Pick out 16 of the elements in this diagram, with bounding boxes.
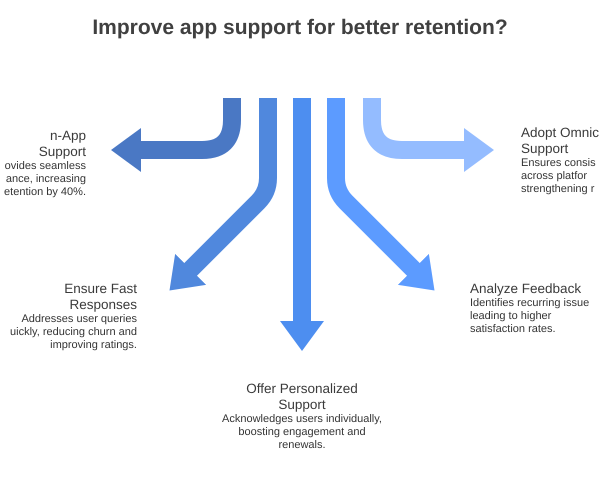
option-description: ovides seamless ance, increasing etention by 40%.: [3, 160, 86, 199]
arrow: [170, 98, 277, 290]
option-description: Identifies recurring issue leading to higher satisfaction rates.: [470, 297, 590, 336]
option-description: Addresses user queries uickly, reducing churn and improving ratings.: [9, 313, 137, 352]
option-heading: Analyze Feedback: [470, 281, 582, 297]
arrow: [327, 98, 434, 290]
option-description: Acknowledges users individually, boosting engagement and renewals.: [222, 413, 382, 452]
option-heading: n-App Support: [38, 128, 86, 160]
option-heading: Offer Personalized Support: [245, 381, 359, 413]
arrow: [280, 98, 324, 351]
title: Improve app support for better retention?: [91, 16, 509, 40]
arrow: [363, 98, 494, 172]
option-heading: Ensure Fast Responses: [63, 281, 137, 313]
option-description: Ensures consis across platfor strengthening r: [521, 157, 597, 196]
arrow: [111, 98, 241, 172]
option-heading: Adopt Omnic Support: [521, 125, 600, 157]
